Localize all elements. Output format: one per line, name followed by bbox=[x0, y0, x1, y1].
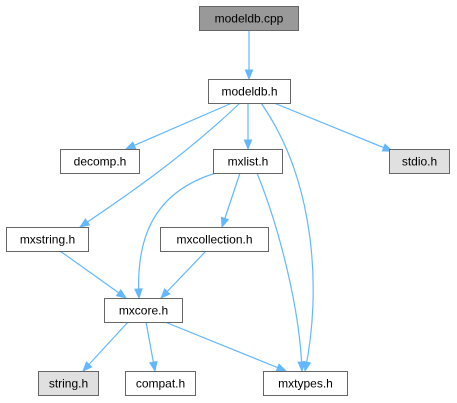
node-box bbox=[213, 149, 283, 174]
arrowhead-icon bbox=[124, 141, 137, 150]
edge-mxcore-h-to-mxtypes-h bbox=[164, 321, 288, 372]
node-label: modeldb.h bbox=[221, 85, 277, 99]
arrowhead-icon bbox=[115, 288, 128, 299]
edge-line bbox=[137, 172, 217, 299]
node-label: mxtypes.h bbox=[278, 377, 333, 391]
node-mxtypes-h[interactable]: mxtypes.h bbox=[263, 371, 348, 396]
node-label: mxcollection.h bbox=[176, 233, 252, 247]
arrowhead-icon bbox=[297, 361, 307, 373]
edge-line bbox=[79, 102, 241, 228]
node-box bbox=[38, 371, 99, 396]
node-box bbox=[125, 371, 196, 396]
node-mxlist-h[interactable]: mxlist.h bbox=[213, 149, 283, 174]
node-label: modeldb.cpp bbox=[215, 12, 284, 26]
edge-mxlist-h-to-mxtypes-h bbox=[256, 172, 307, 373]
node-mxstring-h[interactable]: mxstring.h bbox=[6, 227, 89, 252]
node-mxcore-h[interactable]: mxcore.h bbox=[104, 298, 183, 323]
node-stdio-h: stdio.h bbox=[389, 149, 450, 174]
edge-line bbox=[164, 321, 287, 372]
edge-line bbox=[125, 102, 233, 150]
node-decomp-h[interactable]: decomp.h bbox=[60, 149, 140, 174]
edge-modeldb-h-to-decomp-h bbox=[124, 102, 233, 150]
node-box bbox=[389, 149, 450, 174]
edge-mxcollection-h-to-mxcore-h bbox=[160, 250, 207, 299]
nodes-layer: modeldb.cpp modeldb.h decomp.h mxlist.h stdi… bbox=[6, 6, 450, 396]
node-label: mxlist.h bbox=[228, 155, 269, 169]
edge-modeldb-h-to-mxlist-h bbox=[243, 103, 253, 151]
edge-mxlist-h-to-mxcollection-h bbox=[220, 172, 241, 229]
node-box bbox=[160, 227, 269, 252]
edge-line bbox=[160, 250, 207, 299]
edge-mxlist-h-to-mxcore-h bbox=[134, 172, 217, 300]
edge-line bbox=[273, 102, 393, 152]
edge-mxcore-h-to-string-h bbox=[82, 321, 129, 372]
node-label: string.h bbox=[49, 377, 88, 391]
node-compat-h[interactable]: compat.h bbox=[125, 371, 196, 396]
node-box bbox=[6, 227, 89, 252]
node-modeldb-h[interactable]: modeldb.h bbox=[208, 79, 291, 104]
arrowhead-icon bbox=[243, 139, 253, 151]
edge-modeldb-h-to-mxstring-h bbox=[78, 102, 241, 228]
edge-mxcore-h-to-compat-h bbox=[145, 321, 158, 373]
edges-layer bbox=[59, 30, 394, 373]
arrowhead-icon bbox=[220, 216, 230, 229]
node-box bbox=[104, 298, 183, 323]
node-box bbox=[60, 149, 140, 174]
node-label: stdio.h bbox=[402, 155, 437, 169]
edge-line bbox=[82, 321, 129, 372]
edge-modeldb-cpp-to-modeldb-h bbox=[244, 30, 254, 81]
node-label: decomp.h bbox=[74, 155, 127, 169]
edge-mxstring-h-to-mxcore-h bbox=[59, 250, 128, 299]
edge-modeldb-h-to-stdio-h bbox=[273, 102, 394, 152]
node-modeldb-cpp[interactable]: modeldb.cpp bbox=[199, 6, 299, 31]
arrowhead-icon bbox=[149, 360, 158, 373]
arrowhead-icon bbox=[82, 361, 93, 372]
node-box bbox=[199, 6, 299, 31]
arrowhead-icon bbox=[134, 288, 143, 300]
node-label: compat.h bbox=[136, 377, 185, 391]
node-label: mxcore.h bbox=[119, 304, 168, 318]
arrowhead-icon bbox=[160, 288, 171, 299]
node-mxcollection-h[interactable]: mxcollection.h bbox=[160, 227, 269, 252]
arrowhead-icon bbox=[244, 69, 254, 81]
node-string-h: string.h bbox=[38, 371, 99, 396]
node-label: mxstring.h bbox=[20, 233, 75, 247]
edge-line bbox=[260, 102, 314, 372]
edge-line bbox=[256, 172, 303, 372]
arrowhead-icon bbox=[275, 363, 288, 372]
arrowhead-icon bbox=[78, 218, 91, 228]
edge-line bbox=[59, 250, 127, 299]
node-box bbox=[263, 371, 348, 396]
node-box bbox=[208, 79, 291, 104]
